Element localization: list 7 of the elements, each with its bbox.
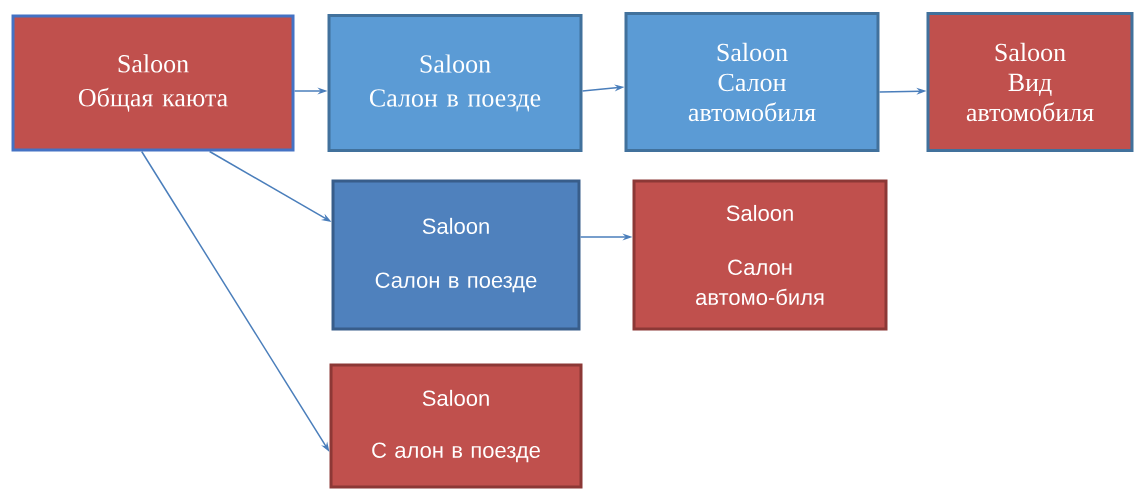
process-box: Saloon С алон в поезде	[329, 363, 583, 489]
process-box: Saloon Салон автомо-биля	[632, 179, 888, 331]
process-box: Saloon Вид автомобиля	[926, 12, 1134, 152]
process-box: Saloon Салон автомобиля	[624, 12, 880, 152]
process-box: Saloon Общая каюта	[11, 14, 295, 152]
process-box: Saloon Салон в поезде	[331, 179, 581, 331]
process-box: Saloon Салон в поезде	[327, 14, 583, 152]
